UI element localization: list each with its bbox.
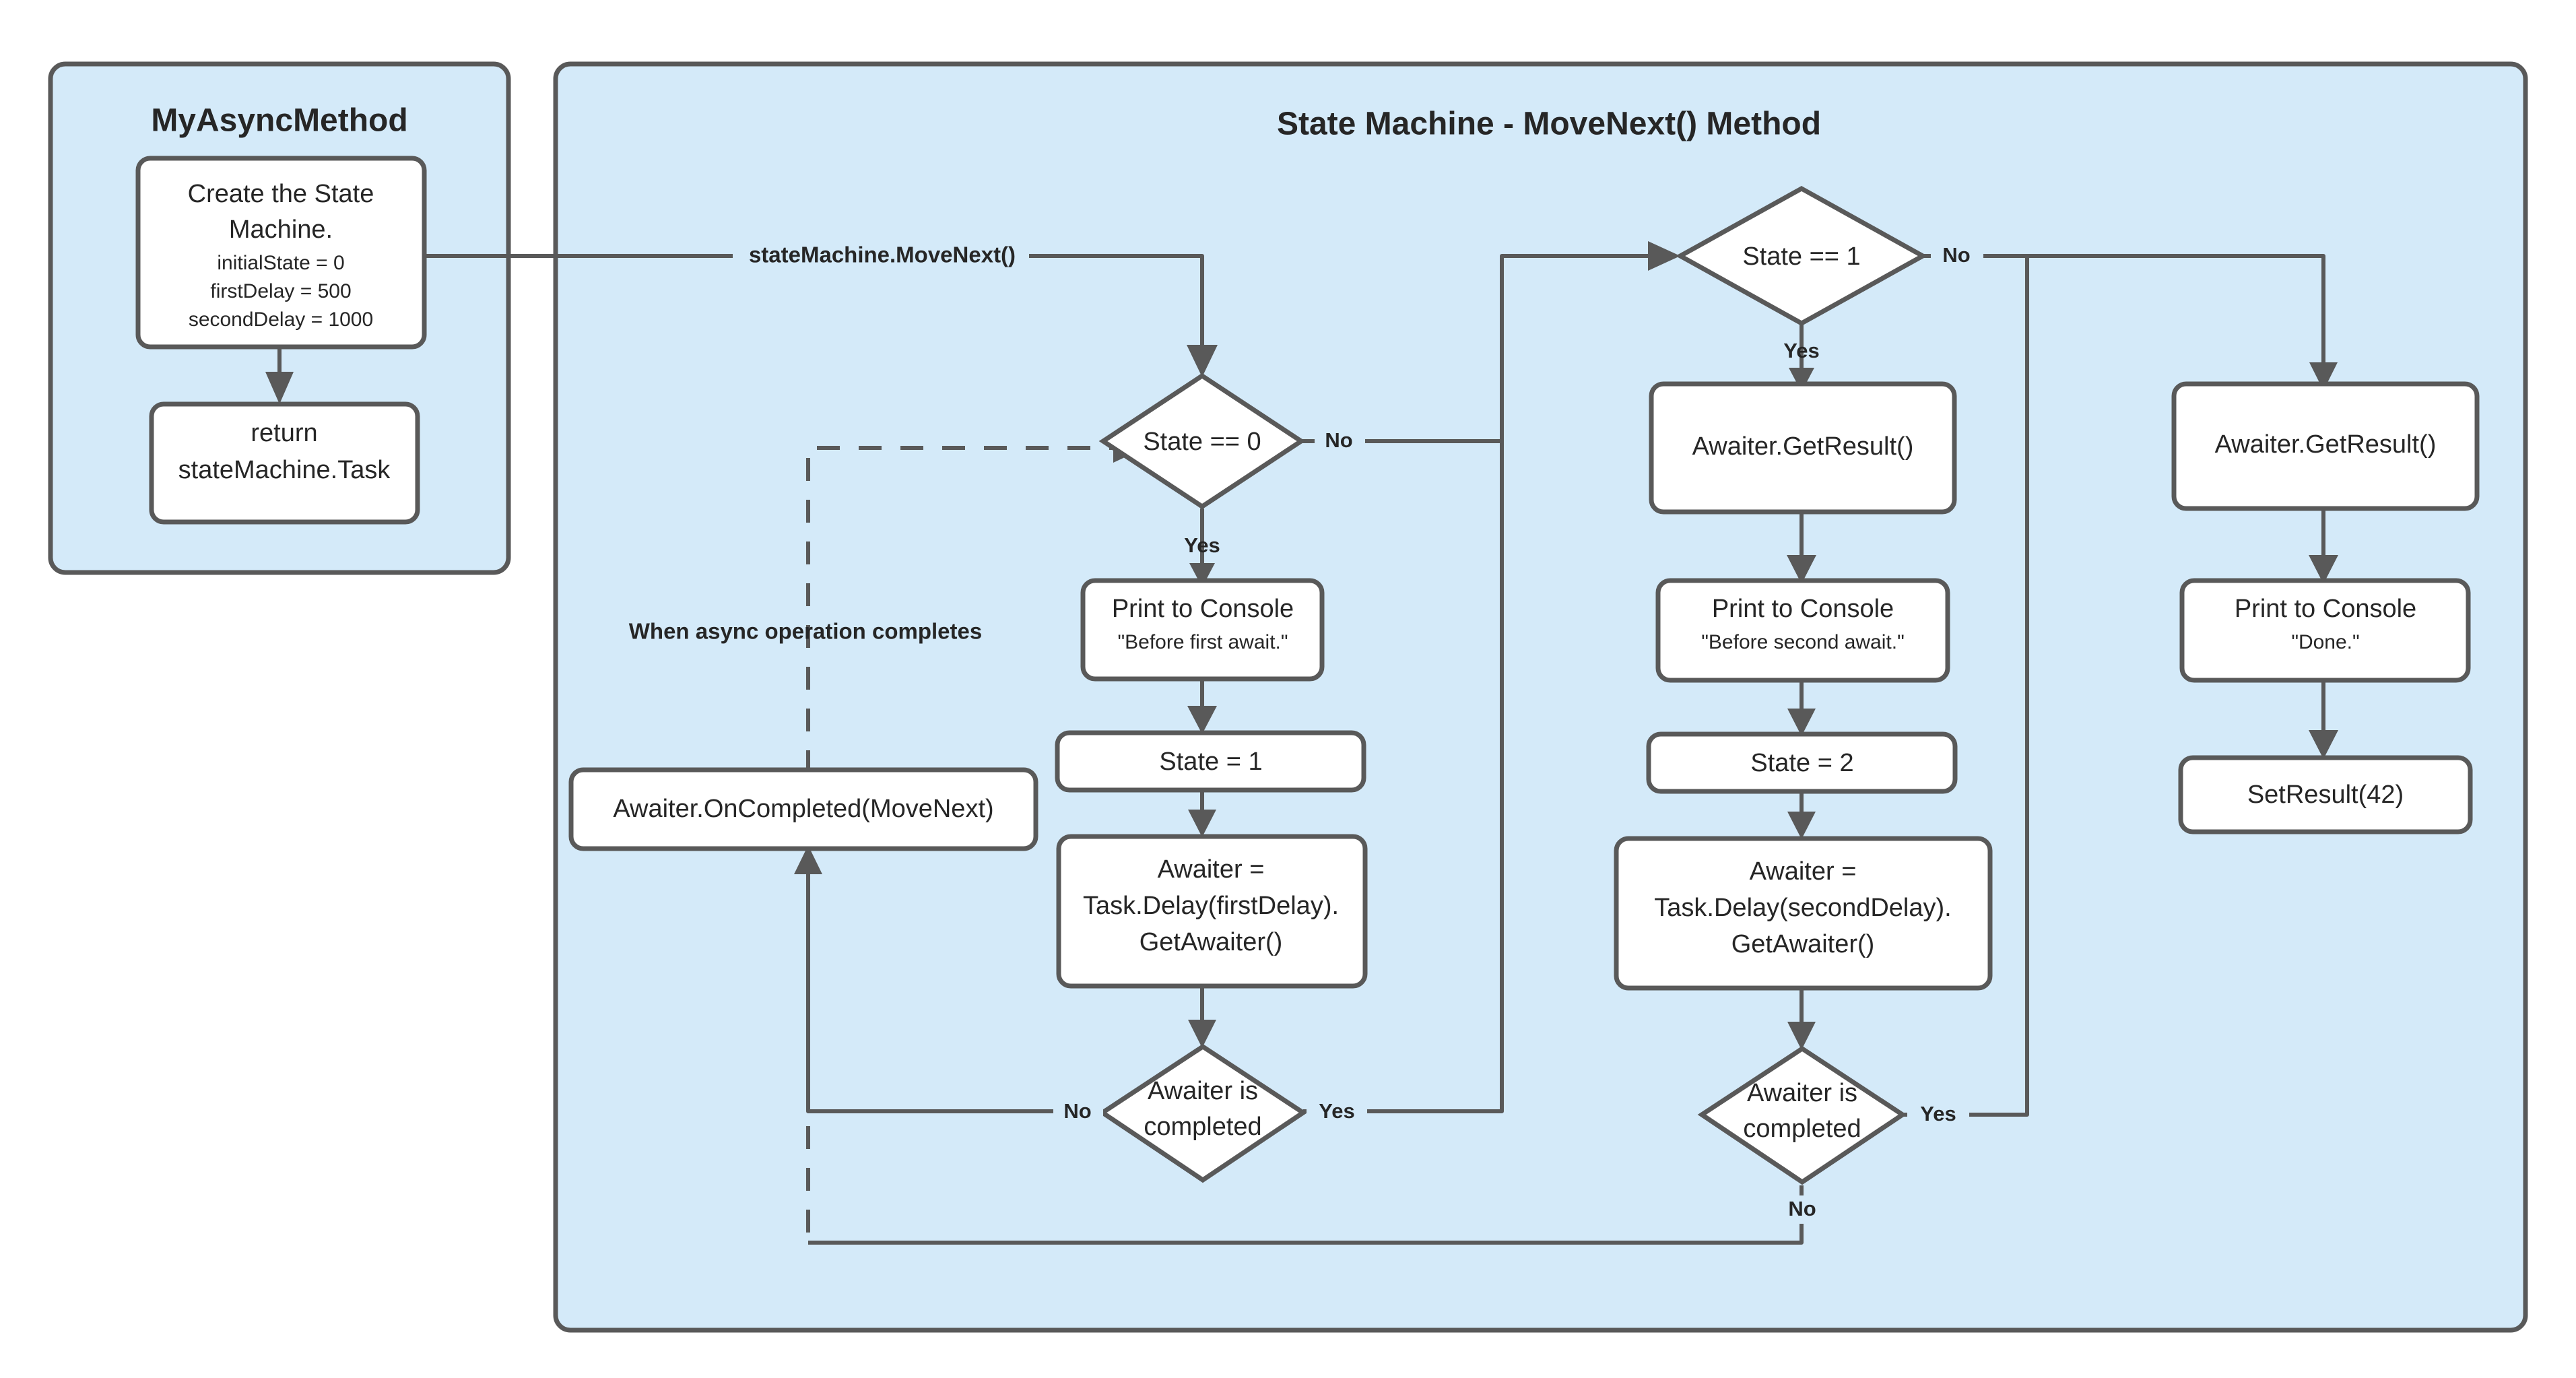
edge-label-awaiter1-yes: Yes	[1319, 1099, 1354, 1123]
edge-label-awaiter2-yes: Yes	[1920, 1102, 1956, 1125]
edge-label-awaiter1-yes-bg	[1307, 1098, 1367, 1126]
arrowhead-setresult	[2309, 730, 2338, 759]
node-create-state-machine-firstdelay: firstDelay = 500	[210, 280, 351, 302]
edge-label-when-async-completes: When async operation completes	[629, 619, 982, 644]
arrowhead-awaiter2	[1787, 812, 1816, 839]
arrowhead-state1-left	[1648, 241, 1680, 271]
node-awaiter-completed-2-line1: Awaiter is	[1747, 1079, 1857, 1107]
node-print-second-line2: "Before second await."	[1701, 631, 1904, 653]
node-awaiter-second-line3: GetAwaiter()	[1731, 930, 1875, 958]
edge-label-movenext: stateMachine.MoveNext()	[749, 242, 1016, 267]
node-set-state-2[interactable]	[1646, 731, 1958, 794]
node-print-first-line1: Print to Console	[1112, 595, 1294, 623]
node-awaiter-completed-1-line1: Awaiter is	[1148, 1077, 1258, 1105]
edge-label-awaiter1-no-bg	[1053, 1098, 1103, 1126]
edge-label-state1-no-bg	[1931, 241, 1983, 269]
arrowhead-return-task	[265, 372, 294, 404]
edge-label-state0-yes: Yes	[1184, 533, 1220, 557]
lane-myasyncmethod-title: MyAsyncMethod	[151, 103, 407, 139]
node-get-result-1[interactable]	[1649, 381, 1957, 515]
edge-state0-no-to-state1	[1301, 254, 1653, 443]
node-return-task-line2: stateMachine.Task	[178, 456, 391, 484]
arrowhead-awaiter1	[1188, 810, 1216, 837]
node-get-result-1-label: Awaiter.GetResult()	[1692, 432, 1914, 461]
node-state-eq-1[interactable]	[1675, 185, 1928, 327]
edge-label-state0-no-bg	[1315, 427, 1365, 455]
node-print-done-line2: "Done."	[2291, 631, 2359, 653]
node-print-second-line1: Print to Console	[1712, 595, 1894, 623]
arrowhead-state2-assign	[1787, 709, 1816, 736]
edge-check1-yes-to-state1	[1303, 441, 1504, 1113]
node-awaiter-completed-1[interactable]	[1098, 1043, 1308, 1183]
node-set-result-label: SetResult(42)	[2247, 781, 2404, 809]
node-get-result-2-label: Awaiter.GetResult()	[2215, 430, 2437, 459]
node-state-eq-1-label: State == 1	[1742, 242, 1860, 271]
node-set-result[interactable]	[2178, 755, 2473, 834]
node-awaiter-second-line1: Awaiter =	[1750, 857, 1857, 886]
edge-label-movenext-bg	[733, 241, 1029, 271]
node-awaiter-completed-2[interactable]	[1697, 1045, 1907, 1185]
edge-createsm-to-state0	[424, 254, 1204, 354]
node-create-state-machine[interactable]	[135, 156, 427, 350]
edge-async-complete-dashed	[806, 446, 1121, 1233]
node-create-state-machine-initialstate: initialState = 0	[217, 252, 344, 274]
node-state-eq-0[interactable]	[1098, 372, 1306, 510]
arrowhead-check1	[1188, 1020, 1216, 1048]
arrowhead-print-second	[1787, 555, 1816, 584]
node-awaiter-first-line2: Task.Delay(firstDelay).	[1083, 892, 1339, 920]
edge-label-awaiter2-yes-bg	[1907, 1101, 1969, 1129]
node-print-done-line1: Print to Console	[2235, 595, 2416, 623]
edge-label-state0-no: No	[1325, 428, 1352, 452]
node-print-done[interactable]	[2179, 578, 2471, 683]
lane-statemachine-title: State Machine - MoveNext() Method	[1277, 106, 1821, 142]
node-create-state-machine-seconddelay: secondDelay = 1000	[189, 308, 373, 331]
node-on-completed-label: Awaiter.OnCompleted(MoveNext)	[613, 795, 993, 823]
edge-label-state1-yes: Yes	[1783, 339, 1819, 362]
edge-label-state1-no: No	[1942, 243, 1970, 267]
node-set-state-2-label: State = 2	[1750, 749, 1853, 777]
arrowhead-state1-assign	[1187, 706, 1217, 734]
node-on-completed[interactable]	[568, 767, 1038, 851]
node-create-state-machine-line1: Create the State	[188, 180, 374, 208]
node-create-state-machine-line2: Machine.	[229, 216, 333, 244]
arrowhead-getresult2	[2309, 362, 2338, 391]
arrowhead-check2	[1787, 1022, 1816, 1050]
node-set-state-1-label: State = 1	[1159, 748, 1262, 776]
node-awaiter-first-line1: Awaiter =	[1158, 855, 1265, 884]
node-return-task[interactable]	[149, 401, 420, 525]
lane-statemachine	[553, 61, 2528, 1333]
edge-state1-no-to-getresult2	[1923, 254, 2325, 367]
node-print-second[interactable]	[1655, 578, 1950, 683]
node-return-task-line1: return	[251, 419, 317, 447]
node-awaiter-second[interactable]	[1614, 836, 1993, 991]
node-awaiter-second-line2: Task.Delay(secondDelay).	[1654, 894, 1951, 922]
arrowhead-oncompleted	[794, 845, 822, 874]
node-get-result-2[interactable]	[2171, 381, 2480, 511]
node-set-state-1[interactable]	[1055, 730, 1366, 793]
edge-label-awaiter1-no: No	[1063, 1099, 1091, 1123]
edge-label-awaiter2-no: No	[1788, 1197, 1816, 1220]
arrowhead-print-done	[2309, 555, 2338, 584]
node-awaiter-first[interactable]	[1056, 834, 1368, 989]
arrowhead-print-first	[1189, 563, 1215, 587]
arrowhead-state0-top	[1187, 345, 1218, 377]
node-state-eq-0-label: State == 0	[1143, 428, 1261, 456]
edge-check1-no-to-oncompleted	[806, 869, 1102, 1113]
node-awaiter-first-line3: GetAwaiter()	[1140, 928, 1283, 956]
node-awaiter-completed-2-line2: completed	[1743, 1115, 1861, 1143]
edge-label-awaiter2-no-bg	[1778, 1195, 1828, 1224]
arrowhead-getresult1	[1789, 368, 1814, 392]
node-print-first[interactable]	[1080, 578, 1325, 682]
node-awaiter-completed-1-line2: completed	[1144, 1113, 1261, 1141]
node-print-first-line2: "Before first await."	[1117, 631, 1288, 653]
